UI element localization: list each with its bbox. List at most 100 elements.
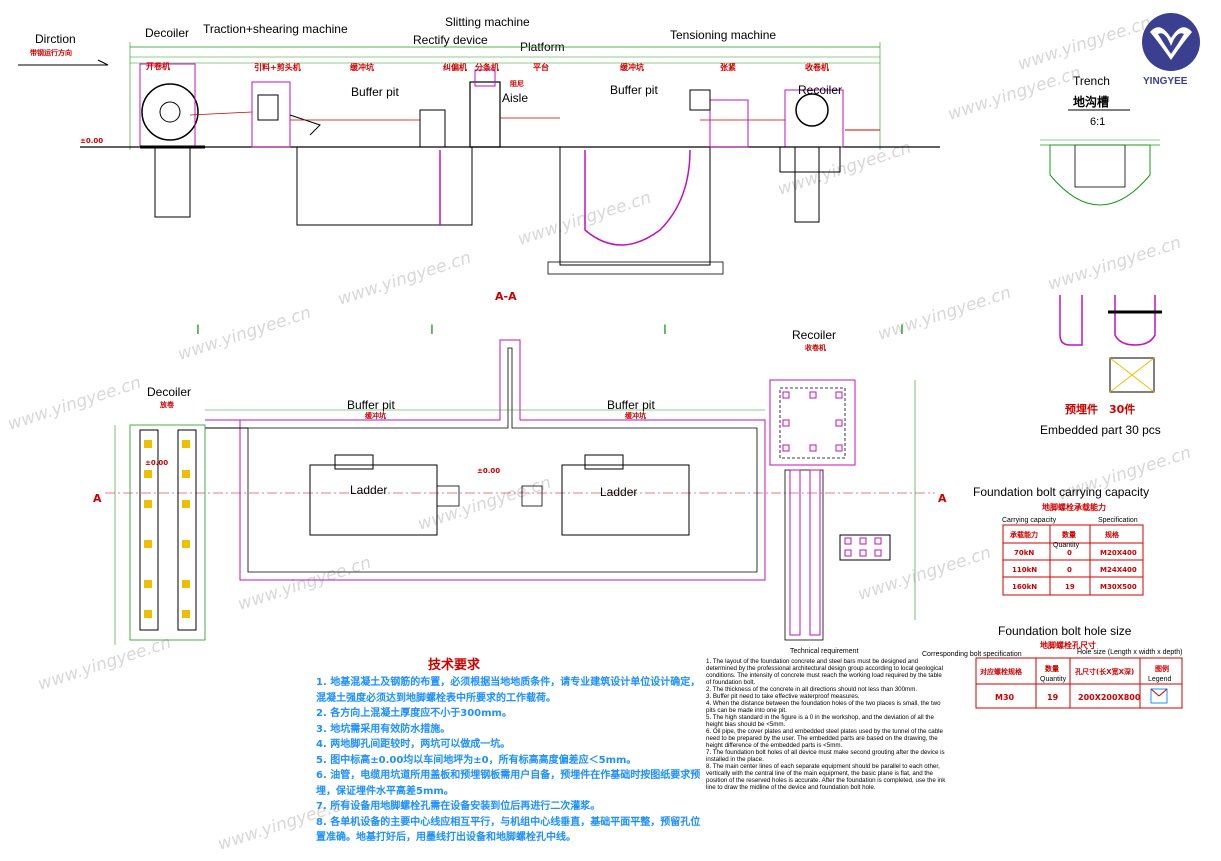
elev-zh-tension: 张紧 — [720, 63, 736, 72]
capacity-row3-spec: M30X500 — [1100, 583, 1137, 591]
elev-level-mark: ±0.00 — [80, 137, 103, 145]
tech-en-item: 4. When the distance between the foundat… — [706, 700, 941, 714]
elev-recoiler: Recoiler — [798, 83, 842, 97]
embedded-part-detail: 预埋件 30件 Embedded part 30 pcs — [1040, 295, 1162, 437]
plan-level-mark-1: ±0.00 — [145, 459, 168, 467]
watermark-12: www.yingyee.cn — [235, 553, 373, 615]
tech-en-item: 8. The main center lines of each separat… — [706, 763, 946, 791]
capacity-col2-en: Quantity — [1053, 542, 1080, 549]
tech-zh-item: 5. 图中标高±0.00均以车间地坪为±0，所有标高高度偏差应＜5mm。 — [316, 754, 637, 766]
capacity-table: Foundation bolt carrying capacity 地脚螺栓承载… — [973, 485, 1149, 596]
hole-legend-icon — [1150, 688, 1168, 704]
plan-section-i-3: I — [663, 321, 667, 337]
elev-zh-damp: 阻尼 — [510, 79, 524, 88]
hole-size-table: Foundation bolt hole size 地脚螺栓孔尺寸 Corres… — [922, 624, 1183, 709]
direction-label: Dirction — [35, 32, 76, 46]
capacity-row1-qty: 0 — [1067, 549, 1072, 557]
hole-row-qty: 19 — [1047, 693, 1059, 702]
hole-spec-en: Corresponding bolt specification — [922, 651, 1022, 658]
hole-col3-zh: 孔尺寸(长X宽X深) — [1075, 667, 1134, 676]
capacity-row2-qty: 0 — [1067, 566, 1072, 574]
tech-zh-item: 3. 地坑需采用有效防水措施。 — [316, 723, 451, 735]
plan-view: A A I I I I Ladder Ladder ±0.00 ±0.00 — [93, 321, 947, 645]
rectify-label: Rectify device — [413, 33, 488, 47]
embedded-title-zh: 预埋件 30件 — [1065, 402, 1135, 416]
capacity-title-en: Foundation bolt carrying capacity — [973, 485, 1149, 499]
plan-buffer-pit-2: Buffer pit — [607, 398, 655, 412]
tech-zh-item: 2. 各方向上混凝土厚度应不小于300mm。 — [316, 708, 512, 719]
slitting-label: Slitting machine — [445, 15, 530, 29]
trench-zh-label: 地沟槽 — [1073, 94, 1109, 109]
header-labels: Dirction 带钢运行方向 Decoiler Traction+sheari… — [18, 15, 881, 150]
plan-ladder-1: Ladder — [350, 483, 387, 497]
tech-requirements-zh: 1. 地基混凝土及钢筋的布置，必须根据当地地质条件，请专业建筑设计单位设计确定，… — [316, 675, 708, 846]
elev-buffer-pit-1: Buffer pit — [351, 85, 399, 99]
hole-col4-zh: 图例 — [1155, 664, 1169, 673]
hole-col2-en: Quantity — [1040, 676, 1067, 683]
tech-zh-item: 1. 地基混凝土及钢筋的布置，必须根据当地地质条件，请专业建筑设计单位设计确定，… — [316, 677, 701, 704]
capacity-col1-zh: 承载能力 — [1010, 530, 1038, 539]
yingyee-logo: YINGYEE — [1142, 13, 1200, 87]
watermark-13: www.yingyee.cn — [35, 633, 173, 695]
watermark-9: www.yingyee.cn — [875, 283, 1013, 345]
elev-zh-slitting: 分条机 — [475, 62, 499, 72]
trench-detail: Trench 地沟槽 6:1 — [1040, 74, 1160, 206]
tech-en-item: 1. The layout of the foundation concrete… — [706, 658, 943, 686]
plan-recoiler: Recoiler — [792, 328, 836, 342]
plan-section-i-4: I — [900, 321, 904, 337]
recoiler-anchor-marks — [782, 391, 843, 452]
watermark-8: www.yingyee.cn — [415, 473, 553, 535]
trench-label: Trench — [1073, 74, 1110, 88]
elev-zh-traction: 引料+剪头机 — [254, 62, 301, 72]
plan-zh-buffer-2: 缓冲坑 — [624, 411, 646, 420]
tech-title-zh: 技术要求 — [428, 657, 481, 673]
plan-section-i-2: I — [430, 321, 434, 337]
tech-zh-item: 6. 油管，电缆用坑道所用盖板和预埋钢板需用户自备，预埋件在作基础时按图纸要求预… — [316, 770, 701, 797]
elev-zh-platform: 平台 — [533, 62, 549, 72]
watermark-2: www.yingyee.cn — [1015, 13, 1153, 75]
plan-zh-recoiler: 收卷机 — [805, 343, 826, 352]
tech-en-item: 7. The foundation bolt holes of all devi… — [706, 749, 945, 763]
plan-level-mark-2: ±0.00 — [477, 467, 500, 475]
tech-zh-item: 4. 两地脚孔间距较时，两坑可以做成一坑。 — [316, 739, 511, 750]
hole-row-size: 200X200X800 — [1078, 693, 1141, 702]
embedded-title-en: Embedded part 30 pcs — [1040, 423, 1161, 437]
direction-zh-label: 带钢运行方向 — [30, 48, 72, 57]
watermark-7: www.yingyee.cn — [5, 373, 143, 435]
watermark-11: www.yingyee.cn — [855, 543, 993, 605]
watermark-1: www.yingyee.cn — [945, 63, 1083, 125]
hole-size-en: Hole size (Length x width x depth) — [1077, 649, 1182, 656]
plan-section-a-right: A — [938, 492, 947, 505]
hole-col1-zh: 对应螺栓规格 — [980, 667, 1023, 676]
tech-requirements-en: 1. The layout of the foundation concrete… — [706, 658, 946, 791]
elev-buffer-pit-2: Buffer pit — [610, 83, 658, 97]
tech-en-item: 2. The thickness of the concrete in all … — [706, 686, 918, 693]
recoiler-reel-icon — [795, 93, 829, 127]
tech-zh-item: 8. 各单机设备的主要中心线应相互平行，与机组中心线垂直，基础平面平整，预留孔位… — [316, 816, 701, 844]
trench-scale: 6:1 — [1090, 116, 1105, 128]
tech-en-item: 3. Buffer pit need to take effective wat… — [706, 693, 860, 700]
elev-zh-buffer2: 缓冲坑 — [620, 62, 644, 72]
tech-en-item: 6. Oil pipe, the cover plates and embedd… — [706, 728, 944, 749]
plan-zh-buffer-1: 缓冲坑 — [364, 411, 386, 420]
hole-col2-zh: 数量 — [1045, 664, 1059, 673]
capacity-col3-en: Specification — [1098, 517, 1138, 524]
capacity-col3-zh: 规格 — [1105, 530, 1120, 539]
elev-zh-recoiler: 收卷机 — [805, 62, 829, 72]
hole-title-zh: 地脚螺栓孔尺寸 — [1040, 640, 1096, 650]
traction-label: Traction+shearing machine — [203, 22, 348, 36]
plan-ladder-2: Ladder — [600, 485, 637, 499]
tech-title-en: Technical requirement — [790, 648, 859, 655]
tech-zh-item: 7. 所有设备用地脚螺栓孔需在设备安装到位后再进行二次灌浆。 — [316, 801, 601, 812]
decoiler-reel-icon — [141, 83, 199, 141]
plan-section-a-left: A — [93, 492, 102, 505]
capacity-row1-cap: 70kN — [1014, 549, 1034, 557]
capacity-col2-zh: 数量 — [1062, 530, 1076, 539]
section-aa-label: A-A — [495, 290, 517, 303]
hole-col4-en: Legend — [1148, 676, 1171, 683]
capacity-row1-spec: M20X400 — [1100, 549, 1137, 557]
hole-row-spec: M30 — [995, 693, 1015, 702]
capacity-col1-en: Carrying capacity — [1002, 517, 1057, 524]
capacity-row3-cap: 160kN — [1012, 583, 1037, 591]
brand-name: YINGYEE — [1143, 76, 1188, 87]
